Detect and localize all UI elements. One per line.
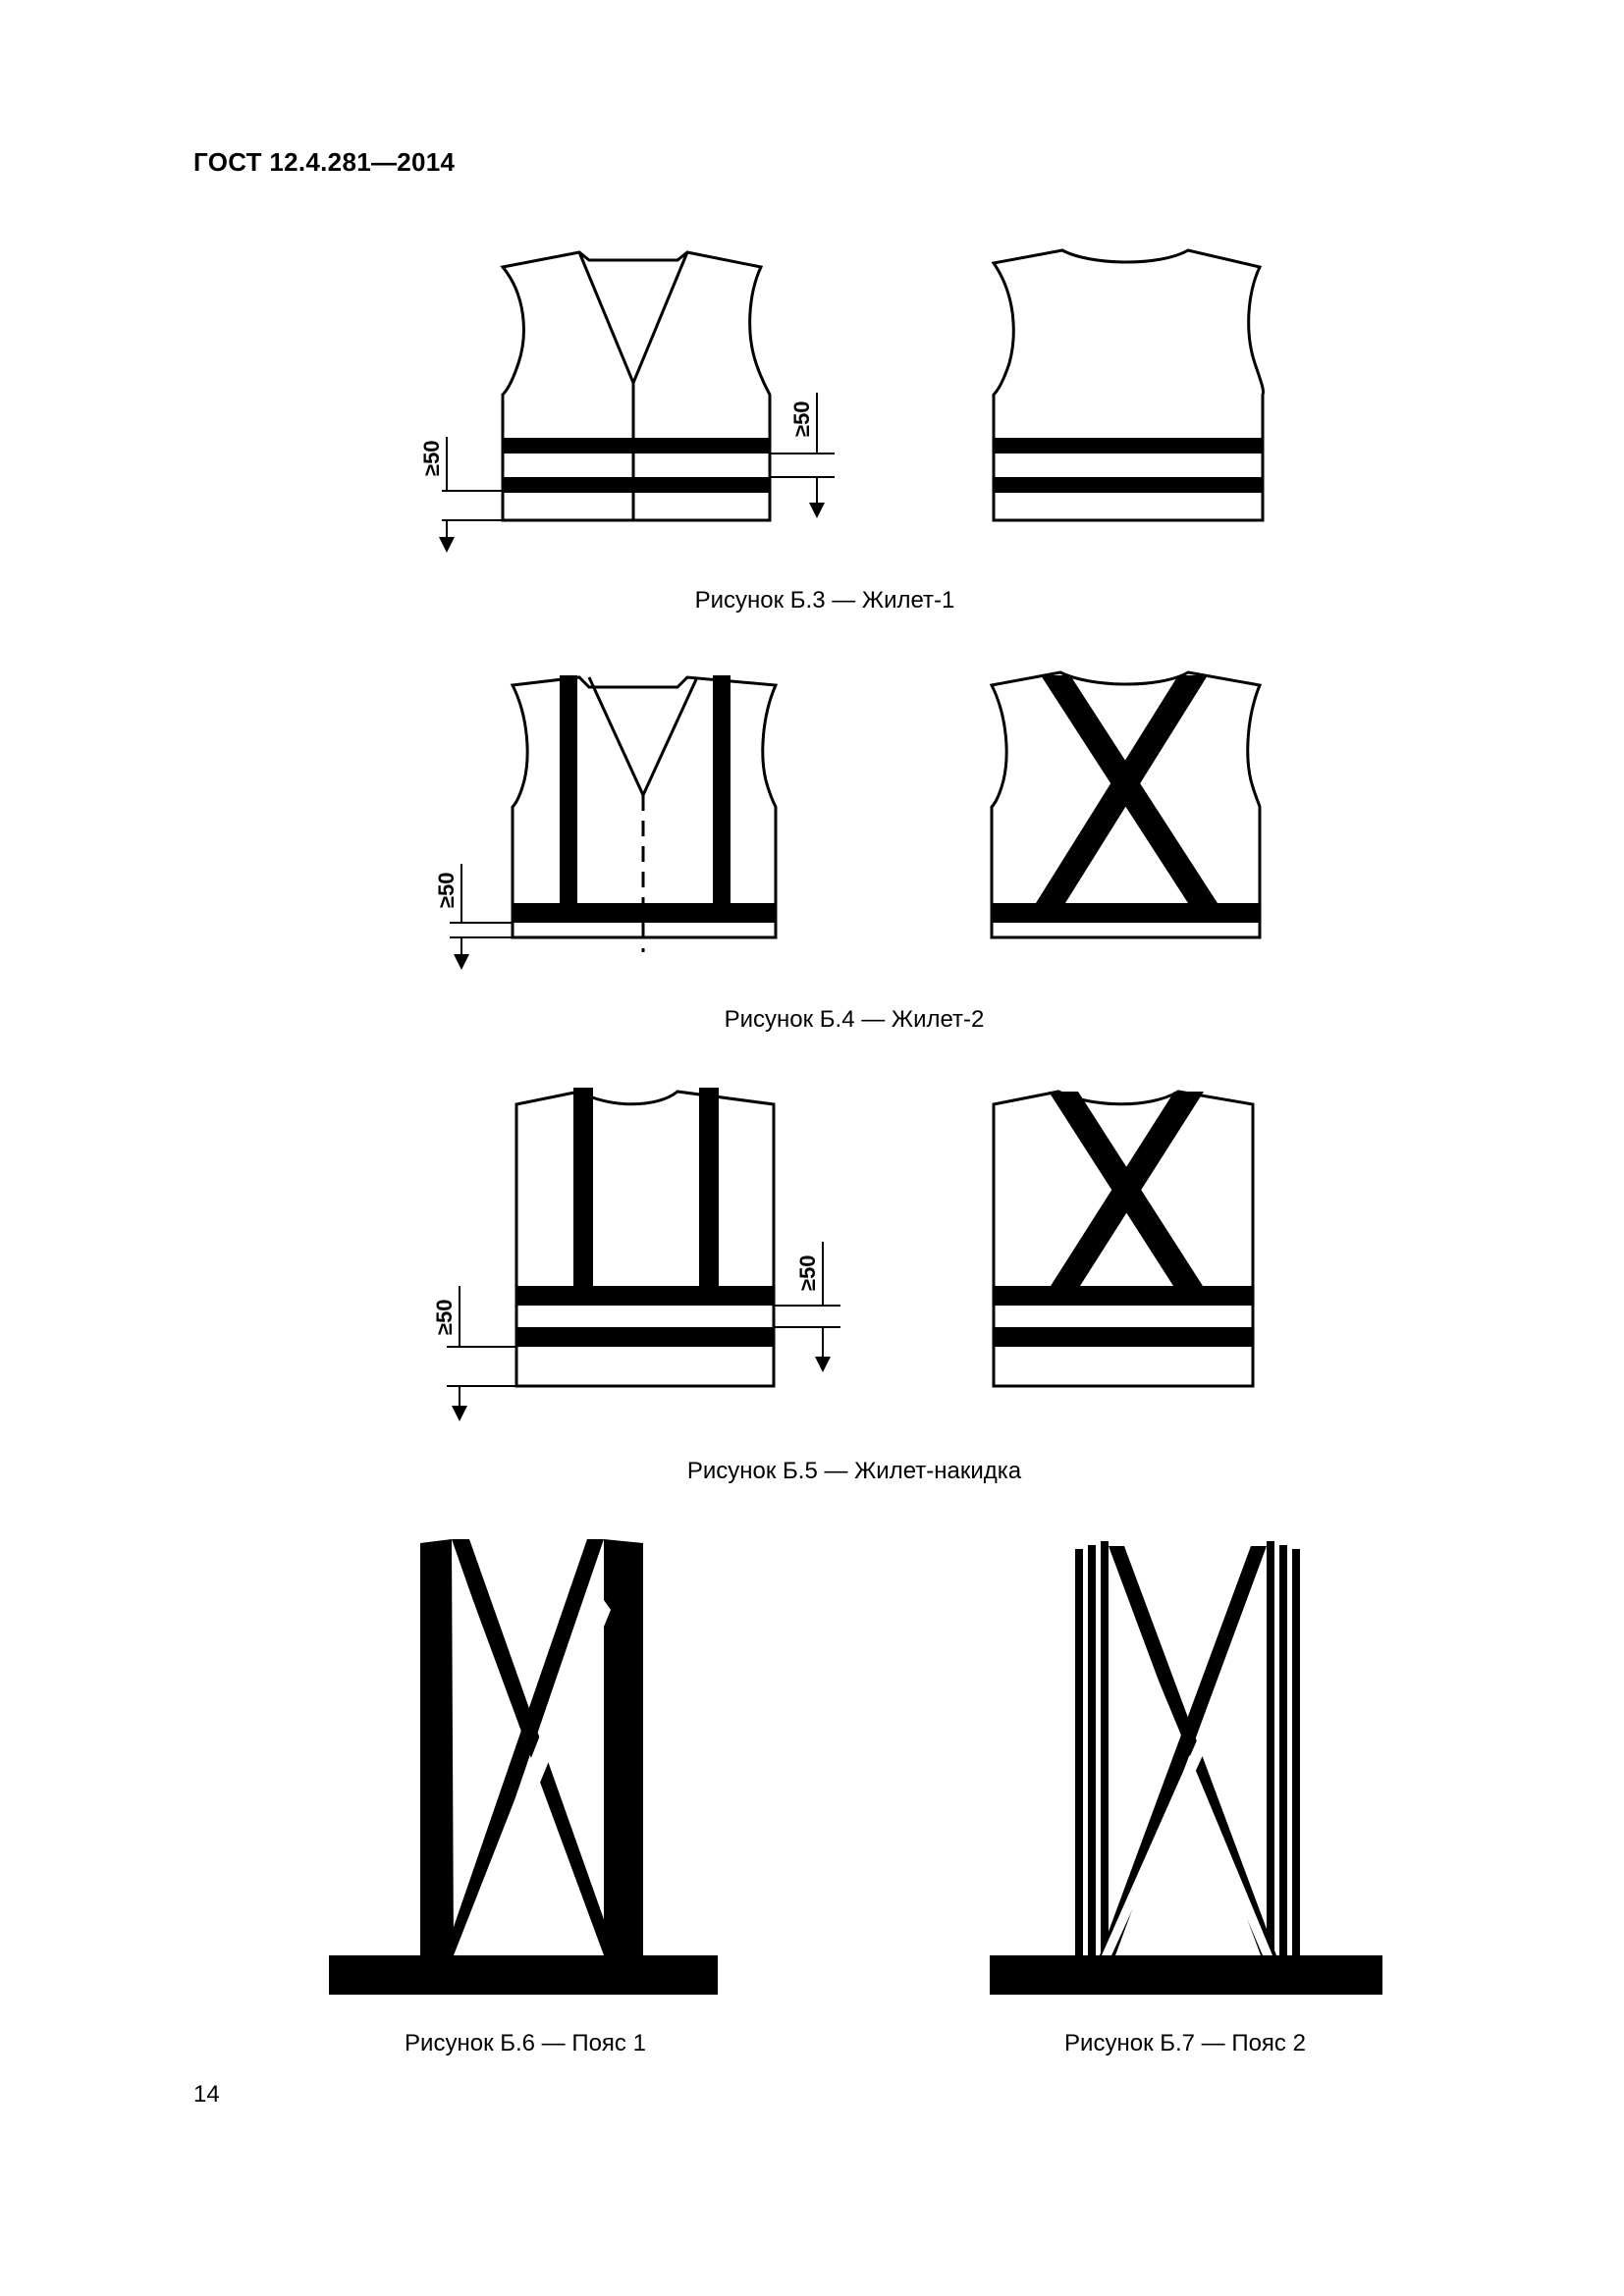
- figure-b4-vest-back: [989, 670, 1263, 939]
- figure-b5-vest-cape-back: [992, 1090, 1255, 1388]
- figure-b4-caption: Рисунок Б.4 — Жилет-2: [724, 1006, 985, 1033]
- figure-b3-vest-front: [439, 250, 835, 553]
- dimension-label-b4: ≥50: [434, 872, 459, 908]
- figure-b5-vest-cape-front: [447, 1088, 840, 1421]
- figure-b3-vest-back: [991, 248, 1265, 522]
- figure-b5-caption: Рисунок Б.5 — Жилет-накидка: [686, 1458, 1022, 1484]
- figure-b7-caption: Рисунок Б.7 — Пояс 2: [1064, 2030, 1306, 2056]
- figure-b7-belt-2: [990, 1541, 1382, 1995]
- page-number: 14: [193, 2081, 220, 2108]
- dimension-label-b5-right: ≥50: [795, 1255, 820, 1291]
- figure-b6-belt-1: [329, 1539, 718, 1995]
- dimension-label-b3-right: ≥50: [789, 400, 814, 437]
- dimension-label-b3-left: ≥50: [419, 440, 444, 476]
- document-code-header: ГОСТ 12.4.281—2014: [193, 147, 456, 177]
- figure-b3-caption: Рисунок Б.3 — Жилет-1: [694, 587, 955, 614]
- figure-b6-caption: Рисунок Б.6 — Пояс 1: [405, 2030, 646, 2056]
- dimension-label-b5-left: ≥50: [432, 1299, 457, 1335]
- figure-b4-vest-front: [450, 675, 779, 970]
